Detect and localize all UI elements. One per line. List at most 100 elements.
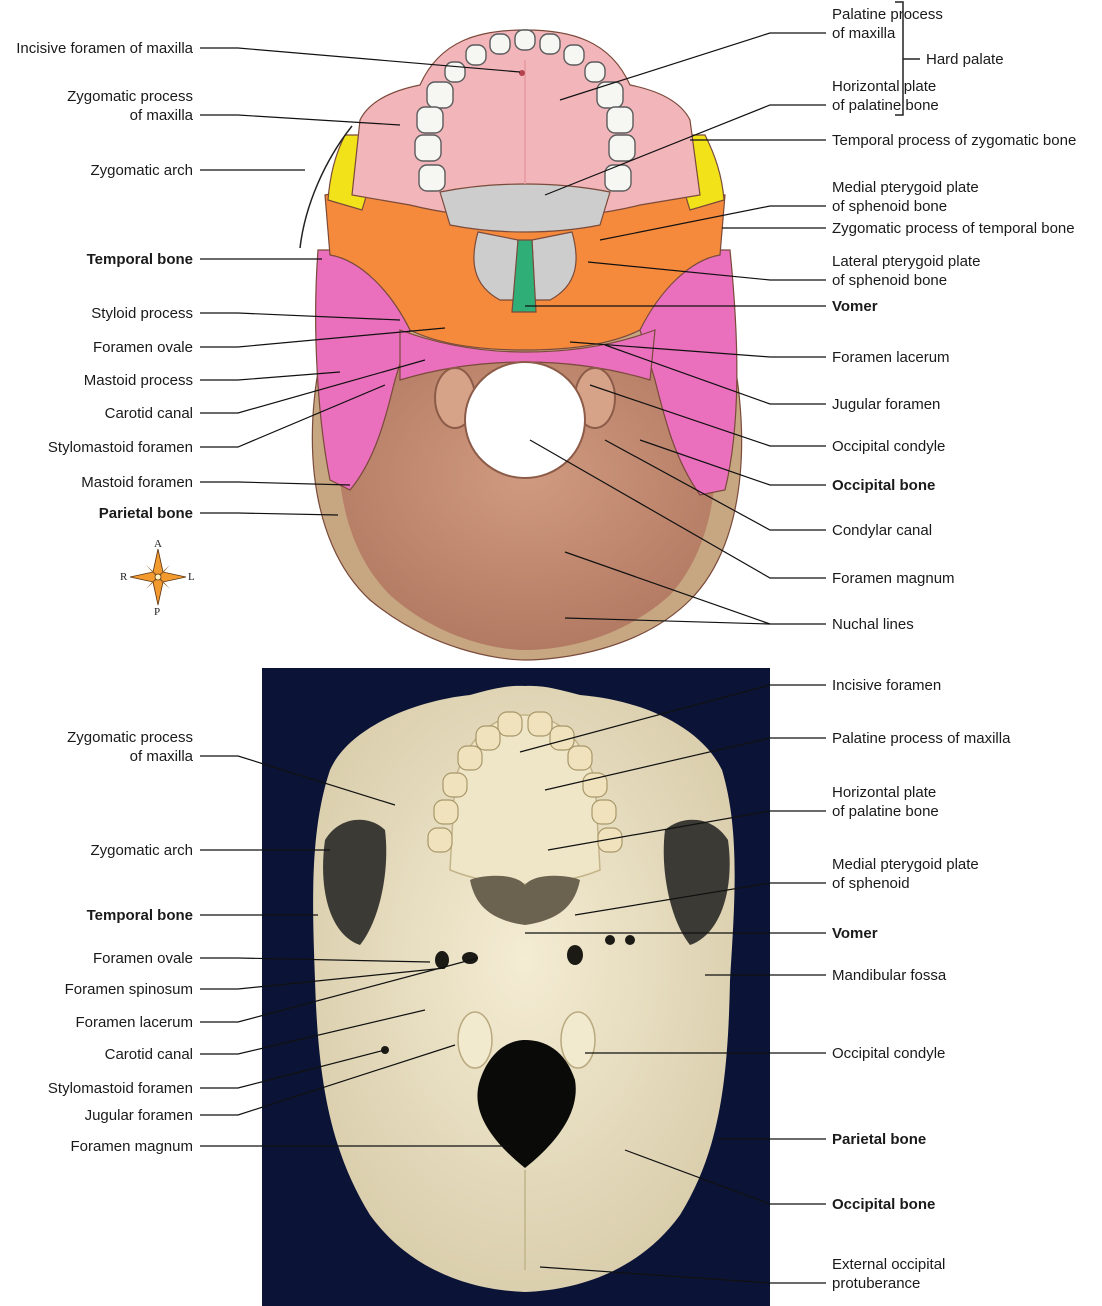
- top-label-zygomatic-process-of-maxilla: Zygomatic process of maxilla: [67, 88, 193, 124]
- leader-line: [574, 882, 826, 916]
- tooth: [606, 106, 634, 134]
- foramen-magnum-opening: [464, 361, 586, 479]
- leader-line: [200, 957, 431, 963]
- tooth: [563, 44, 585, 66]
- photo-occipital-condyle-right: [560, 1011, 596, 1069]
- vomer-region: [511, 239, 537, 313]
- bottom-label-foramen-magnum: Foramen magnum: [70, 1138, 193, 1155]
- leader-line: [544, 104, 826, 196]
- top-label-medial-pterygoid-plate-of-sphenoid-bone: Medial pterygoid plate of sphenoid bone: [832, 179, 979, 215]
- top-label-temporal-process-of-zygomatic-bone: Temporal process of zygomatic bone: [832, 132, 1077, 149]
- leader-line: [200, 1044, 456, 1116]
- bottom-label-zygomatic-arch: Zygomatic arch: [90, 842, 193, 859]
- bottom-label-vomer: Vomer: [832, 925, 878, 942]
- photo-foramen-magnum: [477, 1040, 576, 1168]
- top-label-palatine-process-of-maxilla: Palatine process of maxilla: [832, 6, 943, 42]
- bottom-label-occipital-bone: Occipital bone: [832, 1196, 936, 1213]
- bottom-skull-photo: [262, 668, 770, 1306]
- photo-tooth: [433, 799, 459, 825]
- top-label-lateral-pterygoid-plate-of-sphenoid-bone: Lateral pterygoid plate of sphenoid bone: [832, 253, 981, 289]
- occipital-bone-region: [337, 360, 716, 650]
- top-skull-drawing: [311, 29, 743, 661]
- bottom-label-foramen-lacerum: Foramen lacerum: [75, 1014, 193, 1031]
- leader-line: [200, 114, 401, 126]
- leader-line: [200, 371, 341, 381]
- leader-line: [639, 439, 826, 486]
- photo-tooth: [475, 725, 501, 751]
- photo-foramen-ovale-left: [435, 951, 449, 969]
- top-label-stylomastoid-foramen: Stylomastoid foramen: [47, 439, 193, 456]
- bottom-label-parietal-bone: Parietal bone: [832, 1131, 927, 1148]
- leader-line: [604, 439, 826, 531]
- bottom-label-foramen-ovale: Foramen ovale: [92, 950, 193, 967]
- compass-posterior-letter: P: [154, 606, 161, 618]
- photo-tooth: [597, 827, 623, 853]
- photo-orbit-left: [323, 819, 387, 945]
- leader-line: [519, 684, 826, 753]
- compass-left-letter: L: [188, 571, 195, 583]
- photo-foramen-right-1: [567, 945, 583, 965]
- zygomatic-arch-bracket: [299, 125, 353, 249]
- top-label-incisive-foramen-of-maxilla: Incisive foramen of maxilla: [16, 40, 193, 57]
- leader-line: [559, 32, 826, 101]
- top-label-zygomatic-arch: Zygomatic arch: [90, 162, 193, 179]
- bottom-label-jugular-foramen: Jugular foramen: [84, 1107, 193, 1124]
- top-label-jugular-foramen: Jugular foramen: [832, 396, 941, 413]
- leader-line: [200, 957, 479, 1023]
- top-label-temporal-bone: Temporal bone: [86, 251, 193, 268]
- choana-right: [531, 231, 577, 301]
- leader-line: [529, 439, 826, 579]
- bottom-label-carotid-canal: Carotid canal: [104, 1046, 193, 1063]
- tooth: [584, 61, 606, 83]
- tooth: [418, 164, 446, 192]
- bottom-label-mandibular-fossa: Mandibular fossa: [832, 967, 947, 984]
- leader-line: [564, 617, 771, 625]
- photo-tooth: [442, 772, 468, 798]
- bottom-label-occipital-condyle: Occipital condyle: [832, 1045, 946, 1062]
- top-label-nuchal-lines: Nuchal lines: [832, 616, 914, 633]
- bottom-label-zygomatic-process-of-maxilla: Zygomatic process of maxilla: [67, 729, 193, 765]
- photo-tooth: [527, 711, 553, 737]
- top-label-zygomatic-process-of-temporal-bone: Zygomatic process of temporal bone: [832, 220, 1075, 237]
- leader-line: [200, 755, 396, 806]
- bottom-label-foramen-spinosum: Foramen spinosum: [64, 981, 193, 998]
- bottom-label-palatine-process-of-maxilla: Palatine process of maxilla: [832, 730, 1011, 747]
- tooth: [414, 134, 442, 162]
- photo-foramen-right-2: [605, 935, 615, 945]
- palatine-plate: [439, 183, 611, 233]
- bottom-label-incisive-foramen: Incisive foramen: [832, 677, 942, 694]
- bottom-label-medial-pterygoid-plate-of-sphenoid: Medial pterygoid plate of sphenoid: [832, 856, 979, 892]
- leader-line: [200, 1049, 386, 1089]
- tooth: [539, 33, 561, 55]
- leader-line: [569, 341, 826, 358]
- bottom-label-external-occipital-protuberance: External occipital protuberance: [832, 1256, 946, 1292]
- photo-skull-outline: [313, 685, 735, 1292]
- photo-upper-teeth: [427, 711, 623, 853]
- top-label-parietal-bone: Parietal bone: [98, 505, 193, 522]
- top-label-carotid-canal: Carotid canal: [104, 405, 193, 422]
- photo-tooth: [497, 711, 523, 737]
- top-label-foramen-magnum: Foramen magnum: [832, 570, 955, 587]
- top-label-occipital-condyle: Occipital condyle: [832, 438, 946, 455]
- top-label-styloid-process: Styloid process: [91, 305, 193, 322]
- tooth: [444, 61, 466, 83]
- photo-tooth: [591, 799, 617, 825]
- leader-lines: [200, 32, 826, 1284]
- orientation-compass: [129, 548, 187, 606]
- tooth: [416, 106, 444, 134]
- photo-choanae: [470, 875, 580, 925]
- leader-line: [599, 205, 826, 241]
- photo-tooth: [427, 827, 453, 853]
- leader-line: [200, 384, 386, 448]
- leader-line: [604, 344, 826, 405]
- choana-left: [473, 231, 519, 301]
- compass-right-letter: R: [120, 571, 128, 583]
- leader-line: [200, 47, 521, 73]
- leader-line: [200, 481, 351, 486]
- top-label-foramen-ovale: Foramen ovale: [92, 339, 193, 356]
- photo-tooth: [582, 772, 608, 798]
- top-label-mastoid-foramen: Mastoid foramen: [81, 474, 193, 491]
- tooth: [604, 164, 632, 192]
- leader-line: [200, 512, 339, 516]
